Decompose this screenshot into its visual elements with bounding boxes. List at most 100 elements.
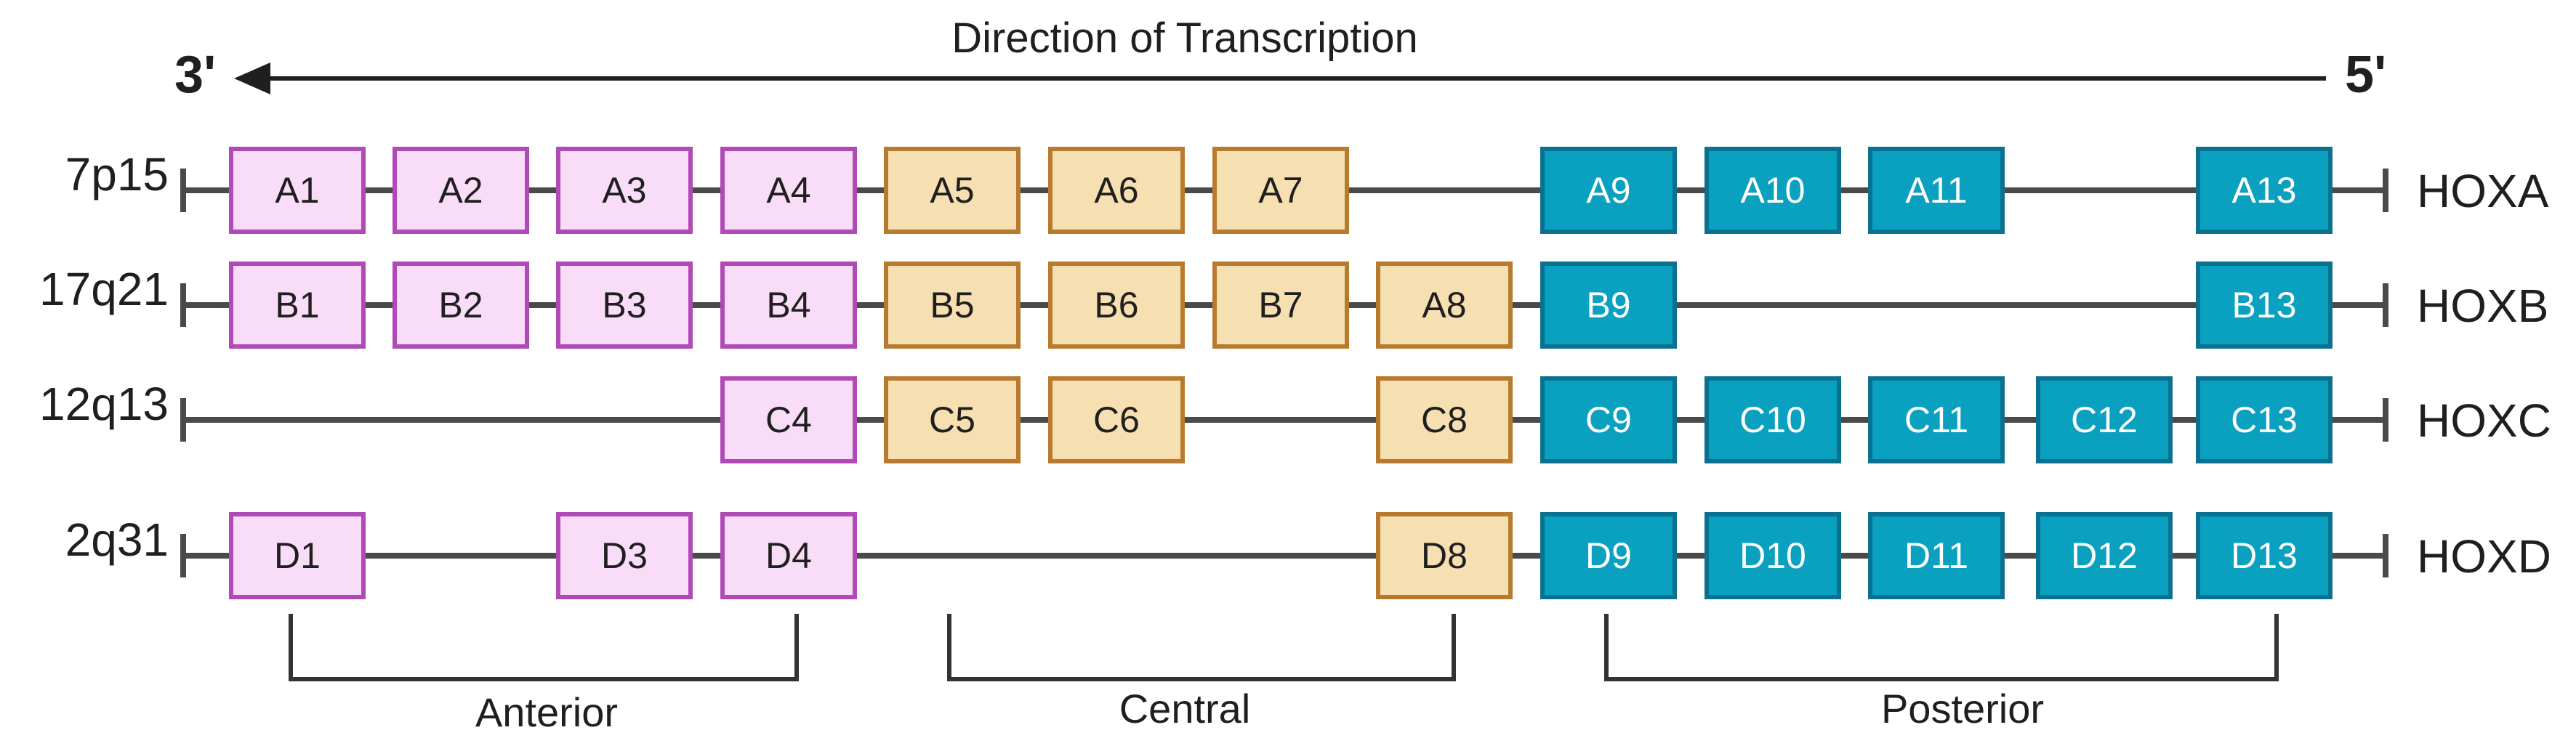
anterior-group-label: Anterior: [475, 689, 618, 735]
anterior-bracket: Anterior: [289, 614, 799, 735]
gene-box-rect: [1540, 512, 1677, 599]
gene-box-b4: B4: [720, 261, 857, 349]
transcription-direction: Direction of Transcription 3' 5': [174, 15, 2386, 104]
gene-label: C11: [1904, 400, 1968, 440]
gene-box-d3: D3: [556, 512, 693, 599]
gene-box-c6: C6: [1048, 376, 1185, 463]
cluster-label: HOXA: [2417, 165, 2549, 217]
gene-label: A11: [1905, 170, 1967, 211]
gene-box-rect: [884, 147, 1021, 234]
gene-box-rect: [1704, 512, 1841, 599]
gene-box-a7: A7: [1212, 147, 1349, 234]
gene-label: B7: [1258, 285, 1303, 325]
gene-box-d1: D1: [229, 512, 366, 599]
gene-box-c10: C10: [1704, 376, 1841, 463]
posterior-bracket: Posterior: [1604, 614, 2279, 731]
gene-box-rect: [1048, 147, 1185, 234]
gene-label: C8: [1421, 400, 1468, 440]
gene-label: B5: [930, 285, 974, 325]
gene-box-c9: C9: [1540, 376, 1677, 463]
gene-box-rect: [556, 512, 693, 599]
cluster-label: HOXB: [2417, 280, 2548, 332]
gene-box-a8: A8: [1376, 261, 1513, 349]
gene-label: C10: [1739, 400, 1806, 440]
gene-box-rect: [229, 261, 366, 349]
cluster-label: HOXD: [2417, 530, 2551, 583]
gene-label: C4: [765, 400, 812, 440]
five-prime-end-label: 5': [2345, 46, 2386, 104]
gene-box-rect: [1868, 376, 2005, 463]
locus-label: 2q31: [65, 514, 169, 566]
gene-box-rect: [393, 147, 529, 234]
gene-box-rect: [884, 261, 1021, 349]
gene-box-c8: C8: [1376, 376, 1513, 463]
gene-label: D3: [601, 535, 648, 576]
gene-box-rect: [229, 147, 366, 234]
gene-label: A7: [1258, 170, 1303, 211]
central-group-label: Central: [1119, 686, 1251, 731]
gene-label: A5: [930, 170, 974, 211]
gene-box-rect: [720, 261, 857, 349]
gene-box-rect: [1704, 376, 1841, 463]
gene-label: B13: [2232, 285, 2297, 325]
gene-box-d11: D11: [1868, 512, 2005, 599]
gene-box-d12: D12: [2036, 512, 2173, 599]
gene-box-b7: B7: [1212, 261, 1349, 349]
gene-box-rect: [1540, 376, 1677, 463]
gene-box-rect: [2196, 376, 2333, 463]
diagram-title: Direction of Transcription: [951, 15, 1417, 62]
group-brackets: Anterior Central Posterior: [289, 614, 2279, 735]
direction-arrow-head: [234, 62, 270, 94]
gene-box-rect: [1212, 261, 1349, 349]
gene-label: A2: [438, 170, 483, 211]
gene-label: C5: [929, 400, 975, 440]
gene-box-rect: [2196, 261, 2333, 349]
gene-box-c13: C13: [2196, 376, 2333, 463]
gene-label: D11: [1904, 535, 1968, 576]
gene-box-a5: A5: [884, 147, 1021, 234]
gene-box-a1: A1: [229, 147, 366, 234]
gene-box-d4: D4: [720, 512, 857, 599]
gene-label: B3: [602, 285, 646, 325]
gene-box-rect: [393, 261, 529, 349]
locus-label: 12q13: [39, 378, 169, 430]
gene-box-a11: A11: [1868, 147, 2005, 234]
gene-box-a9: A9: [1540, 147, 1677, 234]
gene-label: A10: [1741, 170, 1806, 211]
gene-label: D8: [1421, 535, 1468, 576]
gene-box-d9: D9: [1540, 512, 1677, 599]
posterior-group-label: Posterior: [1881, 686, 2044, 731]
gene-label: D4: [765, 535, 812, 576]
gene-box-rect: [2036, 512, 2173, 599]
gene-box-c12: C12: [2036, 376, 2173, 463]
gene-label: C6: [1093, 400, 1140, 440]
gene-box-rect: [1868, 512, 2005, 599]
gene-box-a4: A4: [720, 147, 857, 234]
gene-box-rect: [2196, 512, 2333, 599]
gene-label: A1: [275, 170, 319, 211]
gene-box-rect: [2036, 376, 2173, 463]
gene-box-rect: [1048, 376, 1185, 463]
locus-label: 7p15: [65, 148, 169, 200]
gene-box-d8: D8: [1376, 512, 1513, 599]
gene-box-b2: B2: [393, 261, 529, 349]
gene-label: C12: [2071, 400, 2138, 440]
gene-label: C9: [1585, 400, 1632, 440]
cluster-label: HOXC: [2417, 394, 2551, 447]
gene-box-rect: [1704, 147, 1841, 234]
gene-box-b5: B5: [884, 261, 1021, 349]
gene-box-rect: [1048, 261, 1185, 349]
gene-box-rect: [1376, 261, 1513, 349]
locus-label: 17q21: [39, 263, 169, 315]
gene-box-c5: C5: [884, 376, 1021, 463]
gene-box-rect: [1540, 261, 1677, 349]
gene-label: A13: [2232, 170, 2297, 211]
gene-label: A8: [1422, 285, 1466, 325]
gene-box-rect: [556, 147, 693, 234]
gene-box-rect: [884, 376, 1021, 463]
gene-box-rect: [1376, 376, 1513, 463]
